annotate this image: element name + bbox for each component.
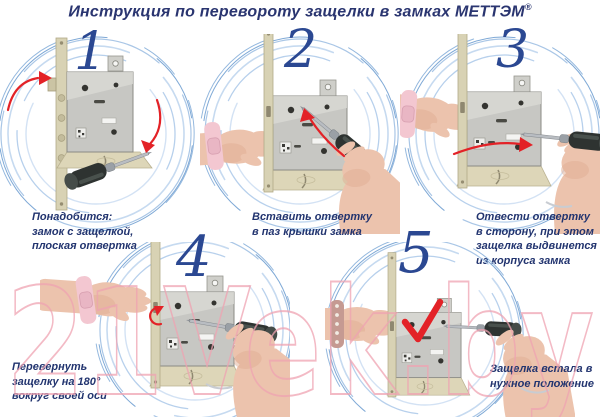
step-5-number: 5 [398,221,434,286]
step-5-caption: Защелка встала в нужное положение [490,363,594,390]
pink-watch-band [400,89,419,139]
step-5-photo [325,242,575,417]
registered-trademark: ® [524,2,532,12]
red-arrow-latch-slides-out-icon [452,137,533,156]
red-checkmark-icon [401,298,444,343]
step-5-panel: 5 Защелка встала в нужное положение [300,221,600,417]
pink-watch-band [74,274,98,326]
curved-red-arrow-to-cover-slot-icon [300,108,346,158]
step-3-photo [400,34,600,234]
beaded-bracelet [330,300,344,348]
step-2-panel: 2 Вставить отвертку в паз крышки замка [200,24,400,262]
chain-bracelet [545,201,573,208]
step-1-panel: 1 Понадобится: замок с защелкой, плоская… [0,24,200,262]
curved-red-arrow-to-latch-icon [6,71,52,112]
step-1-number: 1 [74,22,108,82]
page-title: Инструкция по перевороту защелки в замка… [68,2,532,21]
step-2-photo [200,34,400,234]
step-4-number: 4 [176,225,212,290]
curved-red-arrow-to-screwdriver-icon [141,98,162,153]
step-3-caption: Отвести отвертку в сторону, при этом защ… [476,211,597,267]
step-4-photo [40,242,290,417]
step-3-panel: 3 Отвести отвертку в сторону, при этом з… [400,20,600,267]
step-2-caption: Вставить отвертку в паз крышки замка [252,211,373,238]
chain-bracelet [520,387,550,394]
step-1-photo [0,34,200,234]
step-1-caption: Понадобится: замок с защелкой, плоская о… [32,211,137,253]
step-2-number: 2 [284,20,318,80]
step-4-caption: Перевернуть защелку на 180° вокруг своей… [12,361,107,403]
red-rotate-180-arrow-icon [149,306,164,326]
step-4-panel: 4 Перевернуть защелку на 180° вокруг сво… [0,228,300,417]
chain-bracelet [205,383,233,390]
step-3-number: 3 [496,20,530,80]
